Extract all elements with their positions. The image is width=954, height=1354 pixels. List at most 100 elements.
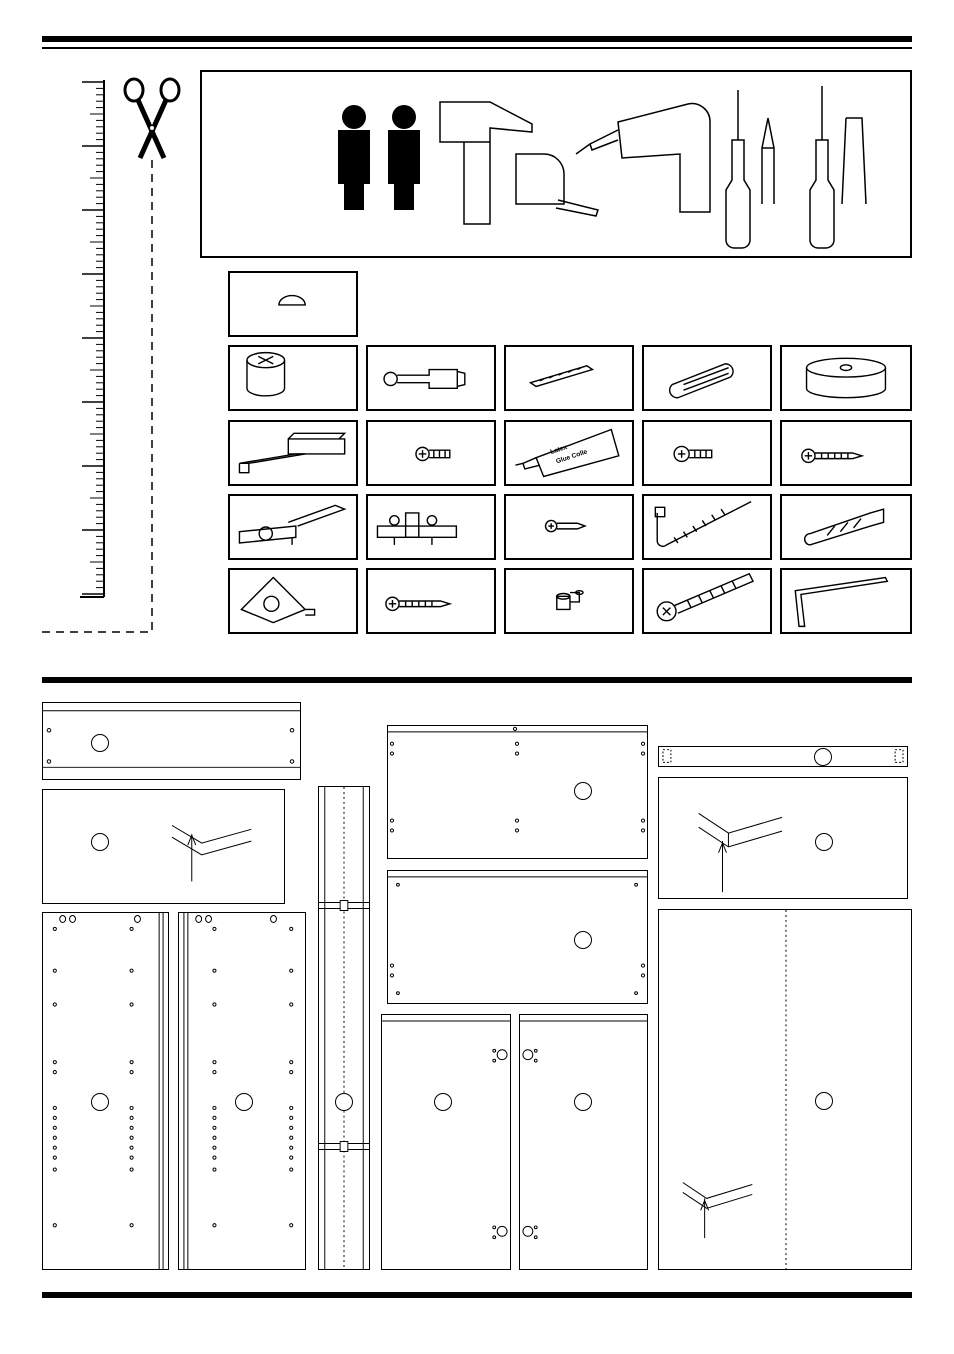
top-rule-thick — [42, 36, 912, 42]
drill-hole — [289, 1002, 294, 1007]
panel-post — [318, 786, 370, 1270]
panel-shelf-left — [42, 789, 285, 904]
drill-hole — [289, 968, 294, 973]
drill-hole — [212, 1155, 217, 1160]
drill-hole — [212, 1125, 217, 1130]
felt-pad-box — [228, 271, 358, 337]
connector-bolt-icon — [656, 572, 754, 622]
drill-hole — [289, 1105, 294, 1110]
drill-hole — [52, 1115, 57, 1120]
panel-shelf-right — [658, 777, 908, 899]
drill-hole — [129, 1125, 134, 1130]
panel-number-circle — [574, 782, 592, 800]
hammer-icon — [439, 101, 533, 225]
cam-hole — [205, 914, 212, 923]
drill-hole — [212, 1070, 217, 1075]
panel-number-circle — [574, 931, 592, 949]
drill-hole — [212, 1002, 217, 1007]
cut-line — [40, 160, 160, 640]
drill-hole — [52, 1002, 57, 1007]
panel-number-circle — [335, 1093, 353, 1111]
glue-label-line1: Latex — [550, 444, 569, 456]
leveler-foot-icon — [805, 357, 887, 399]
panel-strip — [658, 746, 908, 767]
drill-hole — [52, 968, 57, 973]
drill-hole — [289, 1060, 294, 1065]
panel-number-circle — [235, 1093, 253, 1111]
panel-number-circle — [814, 748, 832, 766]
drill-hole — [289, 1125, 294, 1130]
allen-key-icon — [794, 576, 889, 628]
panel-number-circle — [91, 734, 109, 752]
panel-number-circle — [815, 833, 833, 851]
wood-dowel-icon — [668, 363, 734, 399]
drill-hole — [52, 1145, 57, 1150]
corner-bracket-icon — [240, 576, 316, 624]
cam-bolt-icon — [383, 368, 466, 390]
drill-hole — [52, 1070, 57, 1075]
drill-hole — [52, 1105, 57, 1110]
drill-hole — [289, 1070, 294, 1075]
drawer-runner-icon — [238, 432, 347, 474]
panel-back-upper — [387, 725, 648, 859]
drill-hole — [129, 926, 134, 931]
two-people-icon — [338, 105, 420, 210]
shelf-pin-icon — [556, 589, 584, 611]
panel-number-circle — [815, 1092, 833, 1110]
cam-lock-box — [228, 345, 358, 411]
panel-side-left — [42, 912, 169, 1270]
drill-hole — [289, 1167, 294, 1172]
shelf-pin-box — [504, 568, 634, 634]
cam-hole — [134, 914, 141, 923]
small-dowel-icon — [528, 365, 595, 388]
drill-hole — [52, 1155, 57, 1160]
drill-hole — [52, 1223, 57, 1228]
drill-hole — [129, 1223, 134, 1228]
wood-screw-icon — [801, 448, 865, 464]
tools-box — [200, 70, 912, 258]
panel-door-right — [519, 1014, 648, 1270]
drill-hole — [289, 1115, 294, 1120]
drill-hole — [129, 1105, 134, 1110]
panel-number-circle — [574, 1093, 592, 1111]
short-screw-icon — [544, 519, 587, 533]
cam-lock-icon — [246, 351, 286, 397]
cam-hole — [59, 914, 67, 923]
wall-plug-box — [780, 494, 912, 560]
leveler-foot-box — [780, 345, 912, 411]
panel-back-lower — [387, 870, 648, 1004]
glue-tube-icon — [515, 428, 620, 478]
drill-hole — [289, 1223, 294, 1228]
drill-hole — [212, 1115, 217, 1120]
felt-pad-icon — [278, 294, 306, 306]
drill-hole — [212, 1223, 217, 1228]
drill-hole — [129, 1060, 134, 1065]
corner-bracket-box — [228, 568, 358, 634]
drill-hole — [52, 1135, 57, 1140]
panel-top-board — [42, 702, 301, 780]
drill-hole — [129, 1155, 134, 1160]
drill-hole — [129, 968, 134, 973]
allen-key-box — [780, 568, 912, 634]
drill-hole — [212, 968, 217, 973]
wall-plug-icon — [804, 508, 885, 546]
drill-icon — [575, 102, 711, 213]
drill-hole — [52, 1167, 57, 1172]
drill-hole — [289, 1145, 294, 1150]
drill-hole — [129, 1145, 134, 1150]
wood-screw-box — [780, 420, 912, 486]
drawer-runner-box — [228, 420, 358, 486]
hinge-icon — [238, 504, 347, 545]
short-screw-box — [504, 494, 634, 560]
machine-screw-box — [642, 420, 772, 486]
wood-dowel-box — [642, 345, 772, 411]
drill-hole — [212, 1135, 217, 1140]
phillips-screwdriver-icon — [725, 90, 775, 249]
mounting-plate-box — [366, 494, 496, 560]
drill-hole — [212, 1060, 217, 1065]
euro-screw-icon — [415, 446, 451, 462]
hook-screw-icon — [654, 501, 752, 547]
drill-hole — [129, 1070, 134, 1075]
connector-bolt-box — [642, 568, 772, 634]
drill-hole — [52, 926, 57, 931]
